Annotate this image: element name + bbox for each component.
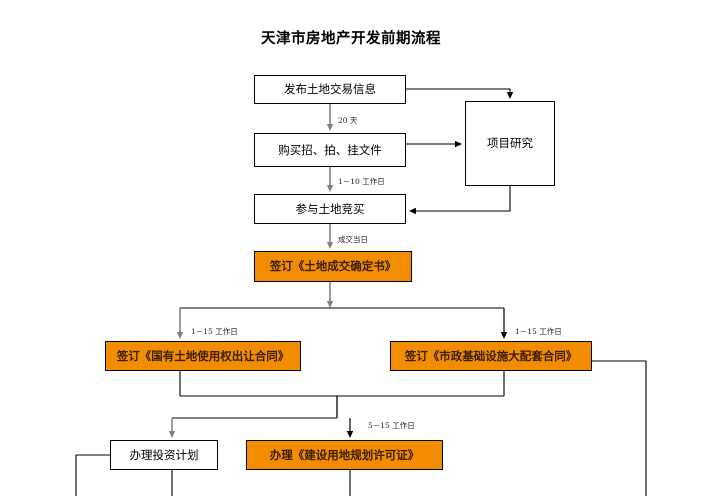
edge-label-text: 1－15 工作日 [515, 327, 562, 336]
node-label: 办理《建设用地规划许可证》 [269, 447, 420, 462]
node-join-bidding[interactable]: 参与土地竞买 [254, 194, 406, 224]
node-label: 签订《市政基础设施大配套合同》 [404, 348, 578, 363]
node-sign-municipal[interactable]: 签订《市政基础设施大配套合同》 [390, 341, 592, 371]
edge-label-same-day: 成交当日 [338, 234, 368, 245]
edge-label-text: 1－10 工作日 [338, 177, 385, 186]
node-buy-documents[interactable]: 购买招、拍、挂文件 [254, 133, 406, 167]
node-label: 参与土地竞买 [295, 201, 365, 216]
edge-label-5-15-workdays: 5－15 工作日 [368, 420, 415, 431]
page-title: 天津市房地产开发前期流程 [261, 31, 441, 47]
edge-label-text: 成交当日 [338, 235, 368, 244]
node-sign-land-grant[interactable]: 签订《国有土地使用权出让合同》 [105, 341, 301, 371]
node-label: 发布土地交易信息 [284, 82, 376, 97]
node-label: 签订《国有土地使用权出让合同》 [116, 348, 290, 363]
node-label: 办理投资计划 [129, 447, 199, 462]
node-label: 项目研究 [487, 136, 533, 151]
edge-label-20-days: 20 天 [338, 115, 357, 126]
edge-label-1-10-workdays: 1－10 工作日 [338, 176, 385, 187]
edge-publish-to-research [406, 88, 514, 99]
node-publish-land-info[interactable]: 发布土地交易信息 [254, 75, 406, 104]
edge-label-1-15-left: 1－15 工作日 [191, 326, 238, 337]
edge-research-to-bidding [409, 186, 511, 215]
node-investment-plan[interactable]: 办理投资计划 [110, 440, 218, 470]
edge-left-feeder [75, 454, 110, 496]
node-label: 购买招、拍、挂文件 [278, 142, 382, 157]
edge-label-text: 5－15 工作日 [368, 421, 415, 430]
edge-label-text: 20 天 [338, 116, 358, 125]
node-label: 签订《土地成交确定书》 [269, 259, 397, 274]
edge-label-1-15-right: 1－15 工作日 [515, 326, 562, 337]
node-project-research[interactable]: 项目研究 [465, 101, 555, 186]
edge-municipal-right-rail [592, 360, 647, 496]
node-land-use-permit[interactable]: 办理《建设用地规划许可证》 [246, 440, 443, 470]
edge-label-text: 1－15 工作日 [191, 327, 238, 336]
node-sign-confirmation[interactable]: 签订《土地成交确定书》 [254, 251, 412, 282]
